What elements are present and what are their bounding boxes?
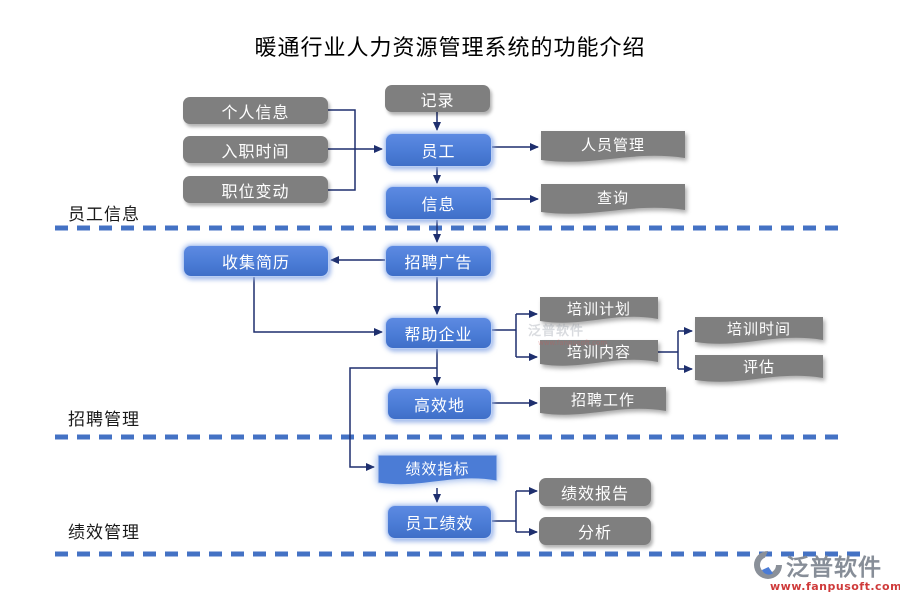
node-shape-training-content	[540, 340, 658, 366]
node-personal-info: 个人信息	[183, 97, 328, 124]
node-info: 信息	[385, 186, 492, 220]
connector-helpenterprise-training-branch	[490, 314, 517, 357]
fanpu-logo-url: www.fanpusoft.com	[770, 580, 900, 593]
connector-trainingcontent-branch	[658, 331, 679, 369]
node-position-change: 职位变动	[183, 176, 328, 203]
diagram-title: 暖通行业人力资源管理系统的功能介绍	[254, 35, 646, 60]
node-shape-perf-indicator	[377, 454, 498, 486]
connector-employeeperf-branch	[490, 491, 517, 532]
connector-merge-left-column	[327, 109, 356, 191]
node-efficiently: 高效地	[387, 388, 492, 420]
node-perf-report: 绩效报告	[539, 478, 651, 506]
node-hire-date: 入职时间	[183, 136, 328, 163]
node-recruit-ad: 招聘广告	[385, 245, 492, 277]
node-collect-resume: 收集简历	[183, 245, 329, 277]
section-label-employee-info: 员工信息	[68, 205, 140, 224]
fanpu-logo-brand: 泛普软件	[786, 555, 882, 581]
connector-helpenterprise-to-perfindicator	[349, 367, 437, 471]
section-label-performance: 绩效管理	[68, 523, 140, 542]
node-shape-query	[541, 184, 685, 214]
node-shape-evaluation	[695, 355, 823, 382]
node-employee: 员工	[385, 133, 492, 167]
connector-collectresume-to-helpenterprise	[253, 275, 383, 336]
fanpu-logo: 泛普软件 www.fanpusoft.com	[752, 548, 900, 593]
node-shape-training-plan	[540, 297, 658, 323]
node-employee-perf: 员工绩效	[387, 505, 492, 539]
node-shape-personnel-mgmt	[541, 131, 685, 162]
section-label-recruitment: 招聘管理	[68, 410, 140, 429]
node-record: 记录	[385, 85, 490, 112]
node-analysis: 分析	[539, 517, 651, 545]
node-shape-training-time	[695, 317, 823, 344]
node-shape-recruit-work	[540, 387, 666, 415]
fanpu-logo-icon	[754, 551, 782, 579]
node-help-enterprise: 帮助企业	[385, 317, 492, 349]
